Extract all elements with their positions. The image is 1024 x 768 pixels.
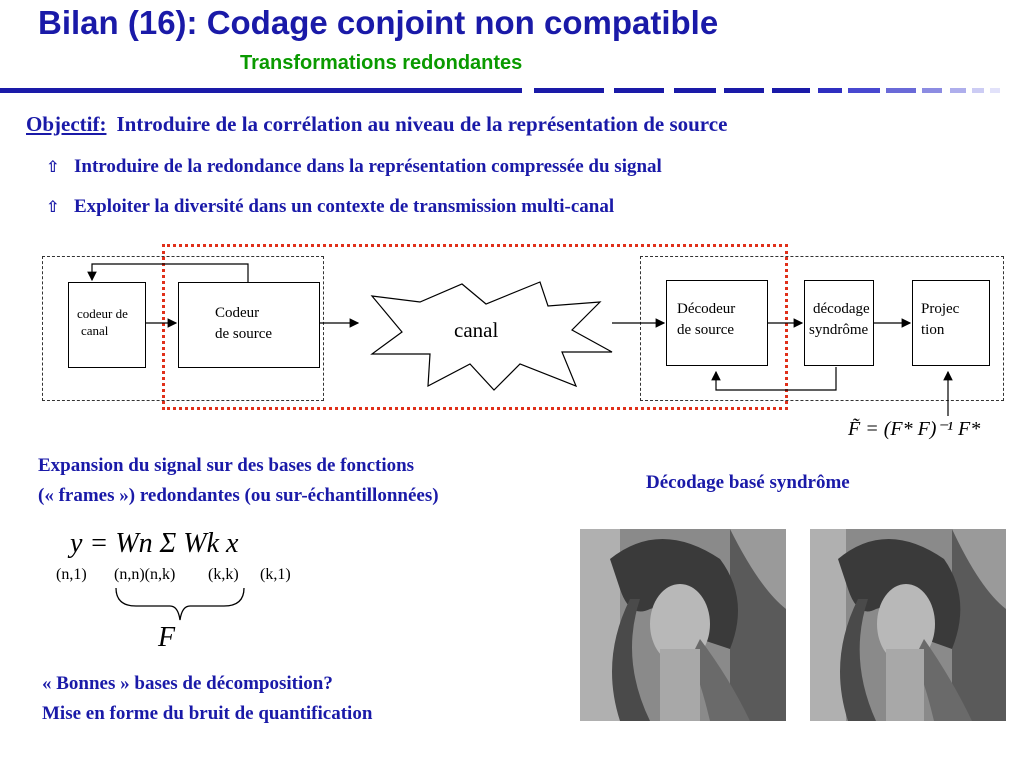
- dim-label: (n,1): [56, 566, 87, 583]
- up-arrow-icon: ⇧: [46, 197, 60, 216]
- bullet-item: ⇧ Exploiter la diversité dans un contexte…: [46, 196, 614, 218]
- source-decoder-label-1: Décodeur: [677, 301, 736, 317]
- frame-equation: y = Wn Σ Wk x: [70, 528, 239, 559]
- decoder-group: [640, 256, 1004, 401]
- page-title: Bilan (16): Codage conjoint non compatib…: [38, 4, 719, 41]
- channel-coder-label-2: canal: [81, 323, 109, 338]
- projection-label-1: Projec: [921, 301, 960, 317]
- underbrace-icon: [115, 587, 245, 621]
- channel-coder-label-1: codeur de: [77, 306, 128, 321]
- syndrome-decoding-block: décodage syndrôme: [804, 280, 874, 366]
- objective: Objectif: Introduire de la corrélation au…: [26, 112, 727, 137]
- objective-text: Introduire de la corrélation au niveau d…: [116, 112, 728, 136]
- channel-starburst-icon: [370, 281, 613, 391]
- syndrome-decoding-label-2: syndrôme: [809, 322, 869, 338]
- focus-region: [162, 244, 788, 410]
- objective-label: Objectif:: [26, 112, 107, 136]
- up-arrow-icon: ⇧: [46, 157, 60, 176]
- portrait-image: [810, 529, 1006, 721]
- frame-operator-label: F: [158, 622, 176, 653]
- expansion-text-line2: (« frames ») redondantes (ou sur-échanti…: [38, 485, 439, 506]
- projection-block: Projec tion: [912, 280, 990, 366]
- dim-label: (k,k): [208, 566, 239, 583]
- diagram-connectors: [87, 263, 953, 416]
- dim-label: (k,1): [260, 566, 291, 583]
- syndrome-decoding-label-1: décodage: [813, 301, 870, 317]
- page-subtitle: Transformations redondantes: [240, 52, 523, 74]
- source-decoder-label-2: de source: [677, 322, 735, 338]
- lena-image-decoded: [810, 529, 1006, 721]
- source-coder-label-2: de source: [215, 326, 273, 342]
- question-text-line1: « Bonnes » bases de décomposition?: [42, 673, 333, 694]
- pseudo-inverse-formula: F̃ = (F* F)⁻¹ F*: [848, 418, 981, 440]
- source-coder-label-1: Codeur: [215, 305, 260, 321]
- source-coder-block: Codeur de source: [178, 282, 320, 368]
- bullet-text: Introduire de la redondance dans la repr…: [74, 156, 662, 177]
- bullet-text: Exploiter la diversité dans un contexte …: [74, 196, 615, 217]
- bullet-item: ⇧ Introduire de la redondance dans la rep…: [46, 156, 662, 178]
- dim-label: (n,n)(n,k): [114, 566, 176, 583]
- encoder-group: [42, 256, 324, 401]
- question-text-line2: Mise en forme du bruit de quantification: [42, 703, 373, 724]
- syndrome-caption: Décodage basé syndrôme: [646, 472, 850, 493]
- projection-label-2: tion: [921, 322, 945, 338]
- channel-coder-block: codeur de canal: [68, 282, 146, 368]
- source-decoder-block: Décodeur de source: [666, 280, 768, 366]
- portrait-image: [580, 529, 786, 721]
- lena-image-original: [580, 529, 786, 721]
- channel-label: canal: [454, 318, 499, 342]
- expansion-text-line1: Expansion du signal sur des bases de fon…: [38, 455, 415, 476]
